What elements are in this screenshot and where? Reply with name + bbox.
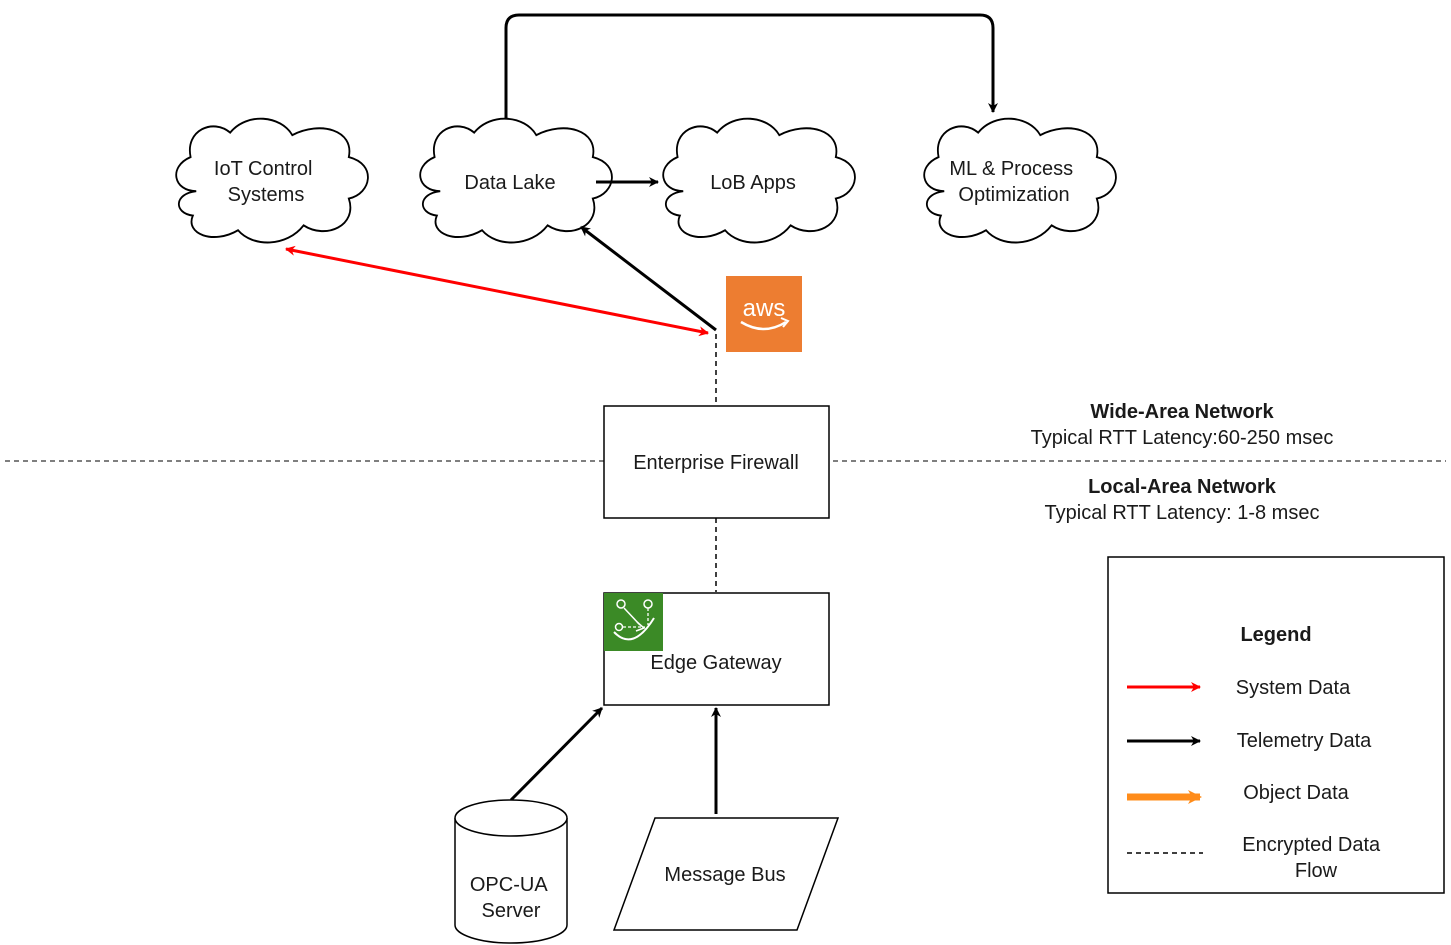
aws-smile-icon bbox=[740, 320, 787, 331]
aws-to-datalake-arrow bbox=[580, 225, 717, 332]
iot-control-cloud[interactable] bbox=[175, 117, 369, 244]
legend-object-data-label: Object Data bbox=[1243, 782, 1349, 804]
message-bus-label: Message Bus bbox=[664, 864, 785, 886]
legend-system-data-label: System Data bbox=[1236, 677, 1351, 699]
data-lake-label: Data Lake bbox=[464, 172, 555, 194]
greengrass-icon bbox=[604, 593, 663, 651]
legend-box bbox=[1107, 556, 1445, 894]
legend-telemetry-data-label: Telemetry Data bbox=[1237, 730, 1372, 752]
wan-title: Wide-Area Network bbox=[1090, 401, 1274, 423]
wan-latency: Typical RTT Latency:60-250 msec bbox=[1031, 427, 1334, 449]
enterprise-firewall-box[interactable] bbox=[603, 405, 830, 519]
opcua-server-label: OPC-UA Server bbox=[470, 874, 552, 922]
aws-logo-text: aws bbox=[743, 295, 786, 322]
aws-iot-system-data-arrow bbox=[285, 245, 709, 337]
edge-gateway-label: Edge Gateway bbox=[650, 652, 781, 674]
datalake-to-ml-arrow bbox=[504, 13, 998, 118]
legend-title: Legend bbox=[1240, 624, 1311, 646]
message-bus-parallelogram[interactable] bbox=[612, 817, 840, 931]
enterprise-firewall-label: Enterprise Firewall bbox=[633, 452, 799, 474]
ml-process-cloud[interactable] bbox=[923, 117, 1117, 244]
lan-title: Local-Area Network bbox=[1088, 476, 1277, 498]
lan-latency: Typical RTT Latency: 1-8 msec bbox=[1045, 502, 1320, 524]
opcua-server-cylinder[interactable] bbox=[454, 799, 568, 944]
iot-control-label: IoT Control Systems bbox=[214, 158, 318, 206]
lob-apps-label: LoB Apps bbox=[710, 172, 796, 194]
ml-process-label: ML & Process Optimization bbox=[949, 158, 1078, 206]
aws-logo[interactable]: aws bbox=[726, 276, 802, 352]
legend-encrypted-flow-label: Encrypted Data Flow bbox=[1242, 834, 1385, 882]
opcua-to-gateway-arrow bbox=[509, 706, 604, 802]
